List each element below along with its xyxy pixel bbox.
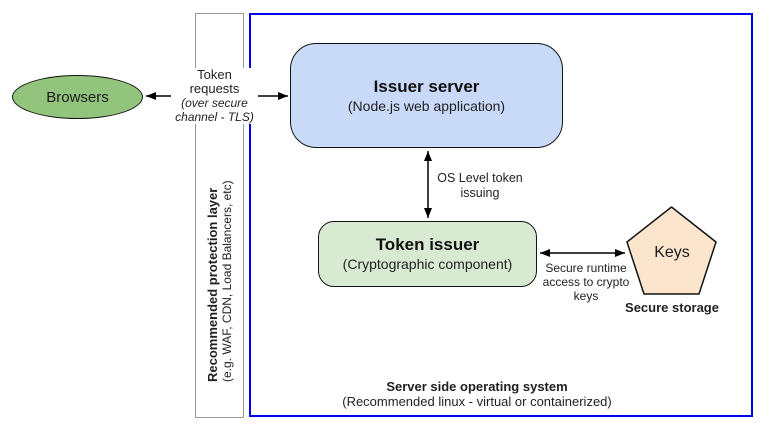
secure-runtime-label: Secure runtime access to crypto keys xyxy=(535,261,637,303)
secure-runtime-line1: Secure runtime xyxy=(545,261,627,275)
secure-storage-caption: Secure storage xyxy=(625,300,719,315)
issuer-server-title: Issuer server xyxy=(373,76,480,96)
protection-layer-rect xyxy=(195,13,244,418)
protection-layer-subtitle: (e.g. WAF, CDN, Load Balancers, etc) xyxy=(220,180,234,382)
issuer-server-subtitle: (Node.js web application) xyxy=(347,97,506,114)
server-os-box xyxy=(249,13,753,417)
token-requests-line2: (over secure xyxy=(181,96,248,110)
secure-runtime-line3: keys xyxy=(573,289,599,303)
server-os-title: Server side operating system xyxy=(386,379,568,394)
os-token-line1: OS Level token xyxy=(437,171,523,185)
browsers-label: Browsers xyxy=(46,88,109,106)
os-token-issuing-label: OS Level token issuing xyxy=(430,171,530,201)
protection-layer-label: Recommended protection layer (e.g. WAF, … xyxy=(205,180,235,382)
token-requests-line1: Token requests xyxy=(189,67,240,96)
token-requests-label: Token requests (over secure channel - TL… xyxy=(171,68,258,124)
protection-layer-title: Recommended protection layer xyxy=(205,187,220,382)
keys-label: Keys xyxy=(654,244,690,261)
os-token-line2: issuing xyxy=(460,186,500,200)
server-os-subtitle: (Recommended linux - virtual or containe… xyxy=(342,393,612,409)
token-issuer-subtitle: (Cryptographic component) xyxy=(342,256,513,272)
issuer-server-node: Issuer server (Node.js web application) xyxy=(290,43,563,148)
token-requests-line3: channel - TLS) xyxy=(175,110,254,124)
token-issuer-node: Token issuer (Cryptographic component) xyxy=(318,221,537,287)
browsers-node: Browsers xyxy=(12,75,143,119)
server-os-label: Server side operating system (Recommende… xyxy=(327,379,627,409)
secure-runtime-line2: access to crypto xyxy=(542,275,630,289)
token-issuer-title: Token issuer xyxy=(375,235,480,254)
